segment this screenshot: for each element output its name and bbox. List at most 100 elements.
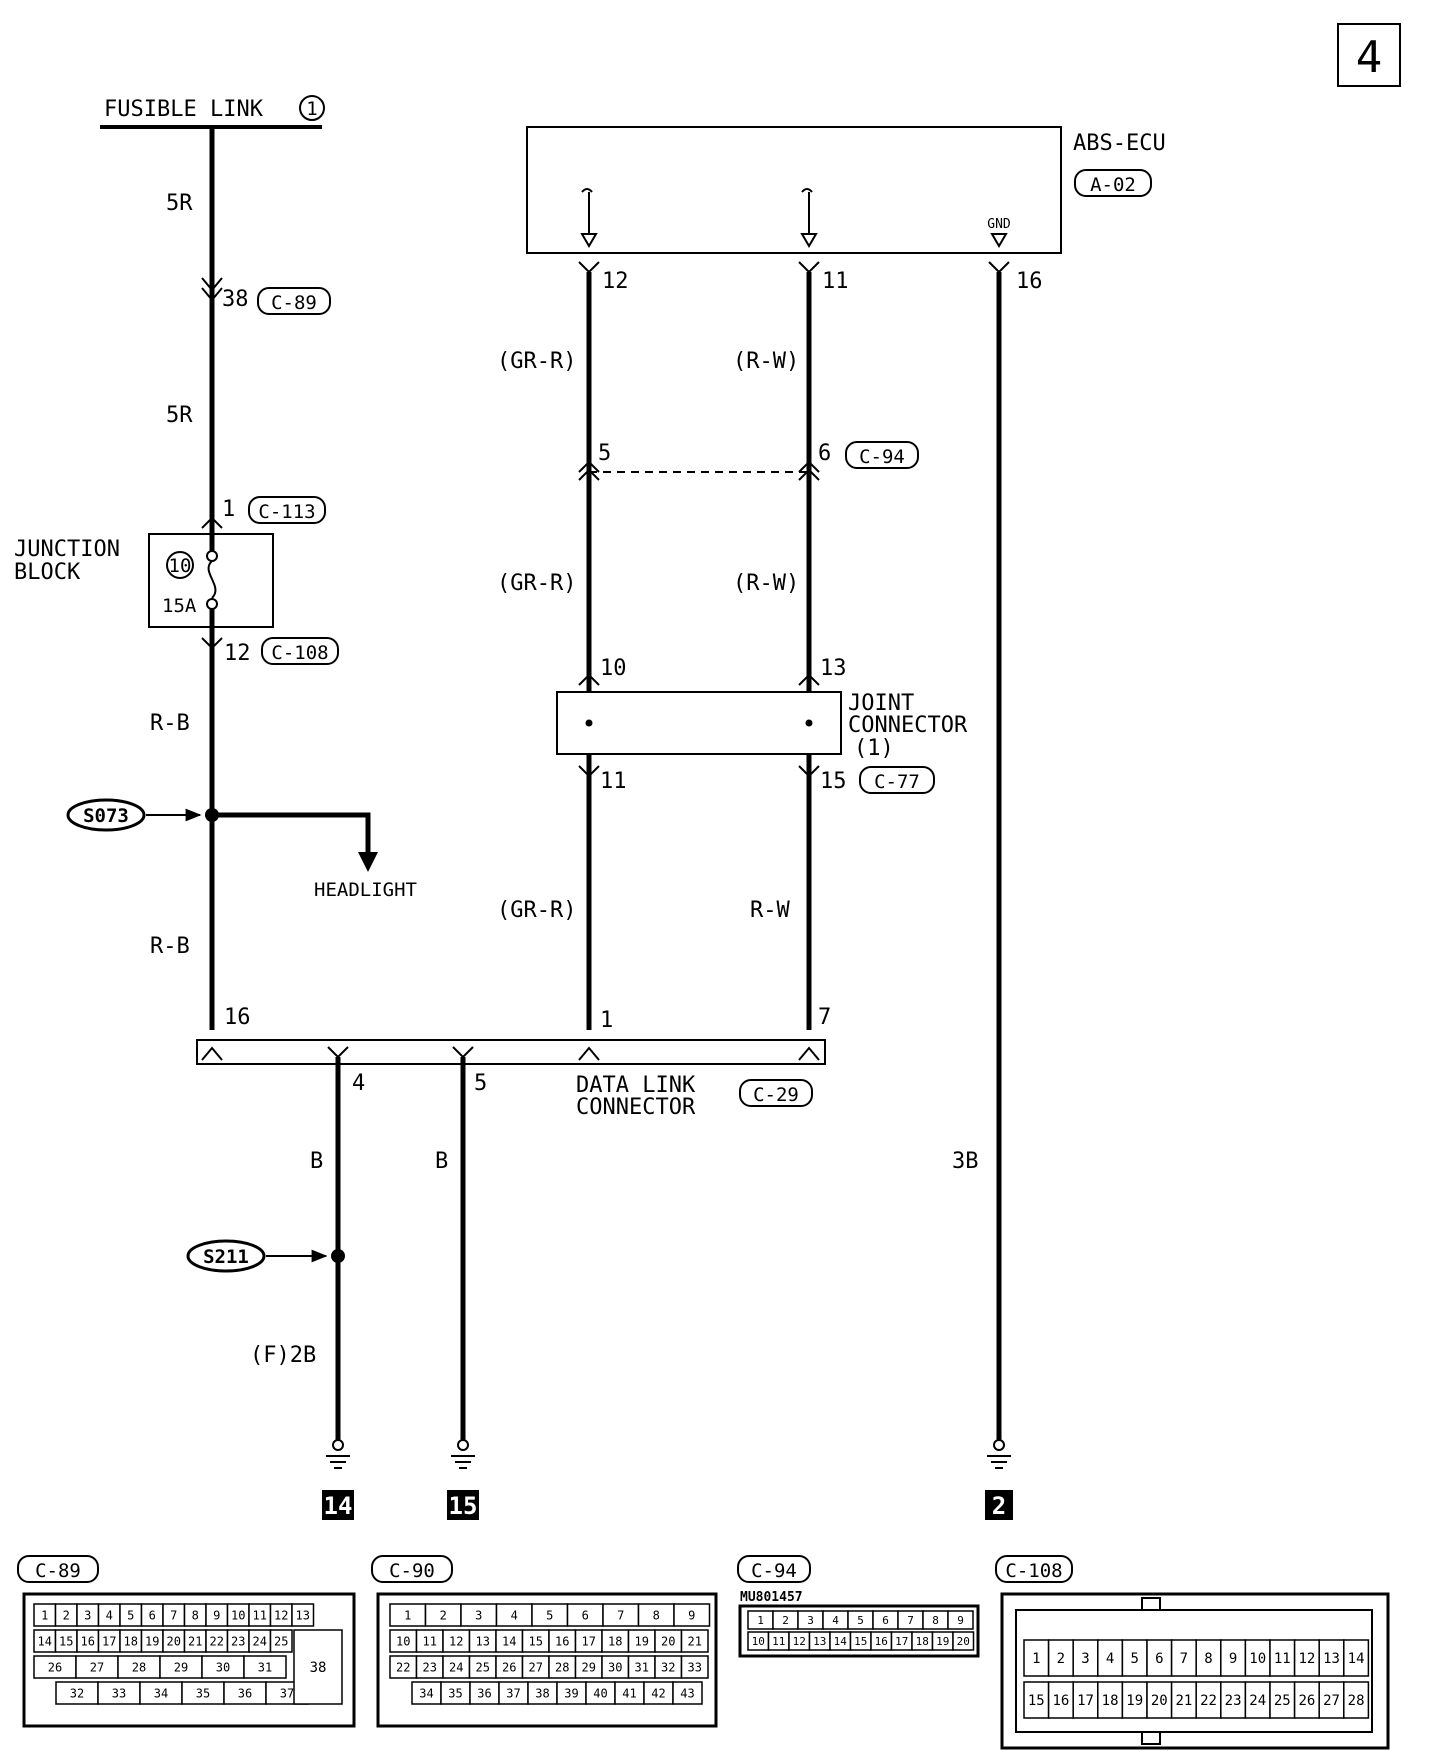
- connector-cavity: [673, 1603, 711, 1627]
- splice-s073-label: S073: [83, 805, 129, 827]
- fuse-rating: 15A: [162, 595, 197, 617]
- connector-pin-number: 6: [1155, 1651, 1163, 1667]
- connector-pin-number: 16: [1052, 1693, 1069, 1709]
- abs-ecu-gnd: GND: [987, 217, 1011, 232]
- pin-13-jc: 13: [820, 656, 847, 681]
- connector-cavity: [680, 1629, 709, 1653]
- connector-pin-number: 5: [1130, 1651, 1138, 1667]
- connector-pin-number: 20: [957, 1635, 970, 1648]
- connector-pin-number: 2: [63, 1608, 70, 1622]
- junction-block-label-2: BLOCK: [14, 560, 81, 585]
- ground-wires-b: B B (F)2B: [250, 1057, 466, 1440]
- wire-color-grr-2: (GR-R): [497, 571, 576, 596]
- connector-pin-number: 26: [48, 1660, 62, 1674]
- ground-14: 14: [322, 1439, 354, 1520]
- c94-inline-connector: 5 6 C-94: [578, 441, 919, 481]
- connector-pin-number: 32: [661, 1660, 675, 1674]
- connector-cavity: [293, 1629, 343, 1705]
- connector-pin-number: 25: [1274, 1693, 1291, 1709]
- wire-color-grr-1: (GR-R): [497, 349, 576, 374]
- connector-pin-number: 8: [192, 1608, 199, 1622]
- connector-pin-number: 30: [216, 1660, 230, 1674]
- fusible-link-label: FUSIBLE LINK: [104, 97, 264, 122]
- connector-cavity: [1047, 1639, 1074, 1677]
- junction-block-label-1: JUNCTION: [14, 537, 120, 562]
- connector-pin-number: 23: [231, 1634, 245, 1648]
- connector-cavity: [1023, 1681, 1050, 1719]
- connector-pin-number: 8: [653, 1608, 660, 1622]
- connector-pin-number: 8: [932, 1614, 939, 1627]
- junction-block: JUNCTION BLOCK 10 15A: [14, 533, 274, 628]
- connector-view-c94-part: MU801457: [740, 1590, 803, 1605]
- connector-pin-number: 35: [448, 1686, 462, 1700]
- fusible-link-number: 1: [306, 98, 317, 120]
- connector-cavity: [1220, 1681, 1247, 1719]
- abs-ecu-label: ABS-ECU: [1073, 131, 1166, 156]
- connector-pin-number: 13: [1323, 1651, 1340, 1667]
- connector-pin-number: 19: [936, 1635, 949, 1648]
- connector-cavity: [1121, 1681, 1148, 1719]
- connector-view-c108-title: C-108: [1005, 1560, 1062, 1582]
- connector-pin-number: 6: [882, 1614, 889, 1627]
- connector-pin-number: 14: [502, 1634, 516, 1648]
- connector-pin-number: 38: [310, 1660, 327, 1676]
- wire-color-grr-3: (GR-R): [497, 898, 576, 923]
- connector-pin-number: 13: [296, 1608, 310, 1622]
- connector-pin-number: 14: [834, 1635, 848, 1648]
- connector-pin-number: 43: [680, 1686, 694, 1700]
- wire-color-rb-upper: R-B: [150, 711, 190, 736]
- connector-pin-number: 15: [529, 1634, 543, 1648]
- connector-pin-number: 28: [555, 1660, 569, 1674]
- connector-pin-number: 20: [167, 1634, 181, 1648]
- joint-connector-label-2: CONNECTOR: [848, 713, 968, 738]
- connector-cavity: [1072, 1681, 1099, 1719]
- connector-pin-number: 29: [582, 1660, 596, 1674]
- connector-pin-number: 19: [145, 1634, 159, 1648]
- wire-gr-r: (GR-R) (GR-R) (GR-R): [497, 272, 592, 1030]
- connector-pin-number: 16: [875, 1635, 888, 1648]
- connector-pin-number: 33: [112, 1686, 126, 1700]
- pin-6-c94: 6: [818, 441, 831, 466]
- pin-11-jc: 11: [600, 769, 627, 794]
- connector-cavity: [269, 1629, 293, 1653]
- connector-ref-c108: C-108: [271, 642, 328, 664]
- connector-cavity: [1318, 1681, 1345, 1719]
- connector-pin-number: 22: [210, 1634, 224, 1648]
- connector-pin-number: 28: [1348, 1693, 1365, 1709]
- connector-ref-c113: C-113: [258, 501, 315, 523]
- connector-cavity: [1023, 1639, 1050, 1677]
- connector-pin-number: 23: [1225, 1693, 1242, 1709]
- connector-pin-number: 27: [90, 1660, 104, 1674]
- connector-pin-number: 15: [854, 1635, 867, 1648]
- connector-pin-number: 13: [476, 1634, 490, 1648]
- connector-pin-number: 12: [449, 1634, 463, 1648]
- connector-cavity: [243, 1655, 287, 1679]
- connector-pin-number: 41: [622, 1686, 636, 1700]
- connector-pin-number: 20: [1151, 1693, 1168, 1709]
- data-link-connector: 16 1 7 4 5 DATA LINK CONNECTOR C-29: [196, 1005, 831, 1120]
- wire-color-5r-lower: 5R: [166, 403, 193, 428]
- connector-pin-number: 5: [857, 1614, 864, 1627]
- connector-pin-number: 10: [752, 1635, 765, 1648]
- connector-pin-number: 21: [188, 1634, 202, 1648]
- ground-14-label: 14: [324, 1492, 353, 1520]
- connector-pin-number: 9: [1229, 1651, 1237, 1667]
- connector-cavity: [291, 1603, 315, 1627]
- connector-pin-number: 9: [957, 1614, 964, 1627]
- connector-pin-number: 11: [772, 1635, 785, 1648]
- connector-pin-number: 32: [70, 1686, 84, 1700]
- connector-pin-number: 22: [1200, 1693, 1217, 1709]
- connector-pin-number: 8: [1204, 1651, 1212, 1667]
- connector-cavity: [1146, 1639, 1173, 1677]
- pin-15-c77: 15: [820, 769, 847, 794]
- connector-pin-number: 2: [782, 1614, 789, 1627]
- connector-pin-number: 19: [1126, 1693, 1143, 1709]
- connector-view-c89-title: C-89: [35, 1560, 81, 1582]
- connector-ref-c94: C-94: [859, 446, 905, 468]
- connector-pin-number: 6: [149, 1608, 156, 1622]
- ground-15-label: 15: [449, 1492, 478, 1520]
- ground-15: 15: [447, 1439, 479, 1520]
- connector-pin-number: 3: [84, 1608, 91, 1622]
